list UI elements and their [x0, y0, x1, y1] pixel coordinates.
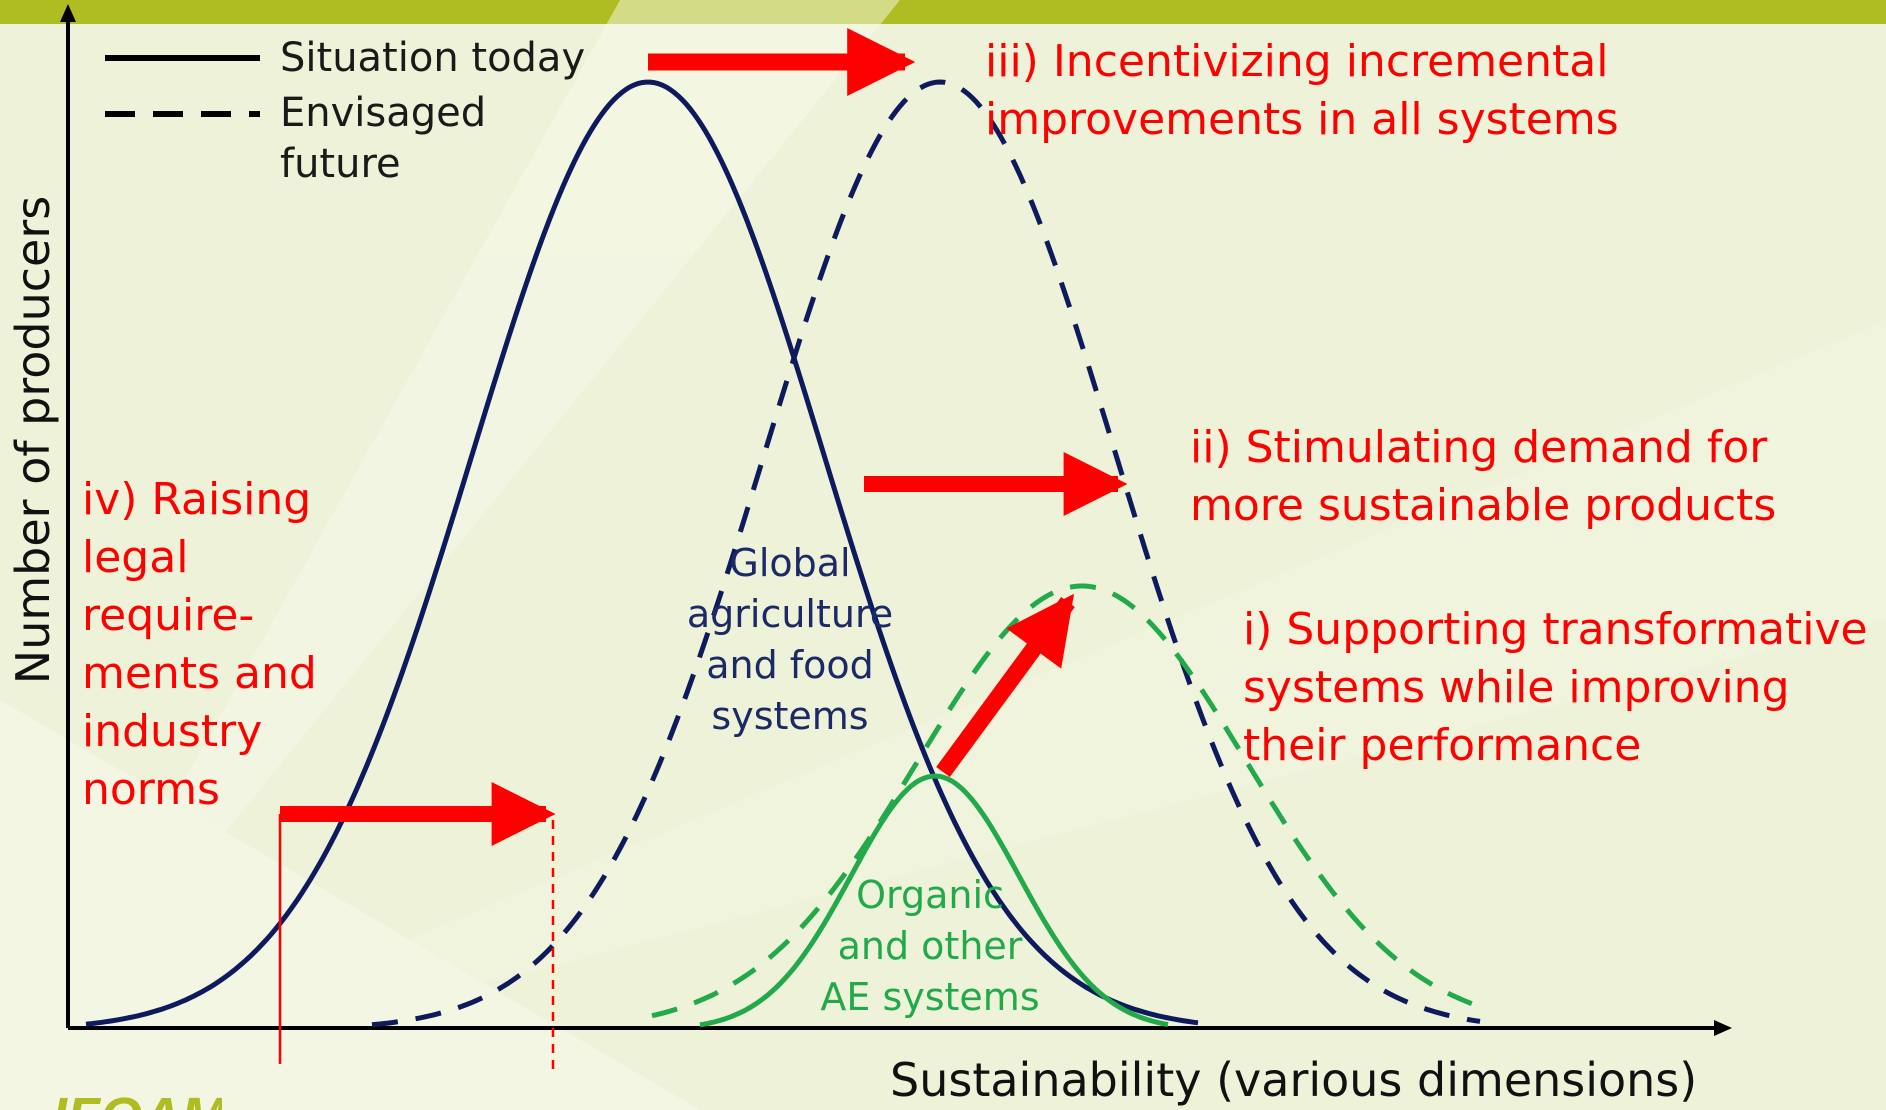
action-i-label: i) Supporting transformative systems whi…	[1243, 604, 1868, 771]
legend-today-label: Situation today	[280, 35, 586, 81]
ifoam-logo: IFOAM	[52, 1093, 222, 1110]
global-curve-today	[85, 79, 1199, 1027]
organic-systems-label: Organic and other AE systems	[820, 873, 1040, 1019]
y-axis-label: Number of producers	[6, 195, 60, 685]
arrow-i	[936, 593, 1075, 778]
global-systems-label: Global agriculture and food systems	[686, 541, 894, 738]
y-axis-arrowhead	[60, 4, 76, 22]
ifoam-logo-text: IFOAM	[52, 1093, 222, 1110]
x-axis-arrowhead	[1714, 1020, 1732, 1036]
action-ii-label: ii) Stimulating demand for more sustaina…	[1190, 422, 1777, 531]
x-axis-label: Sustainability (various dimensions)	[890, 1053, 1698, 1107]
action-iv-label: iv) Raising legal require- ments and ind…	[82, 474, 317, 815]
global-curve-future	[371, 79, 1481, 1028]
organic-curve-future	[651, 583, 1489, 1019]
top-accent-bar	[0, 0, 1886, 24]
legend-future-label: Envisaged future	[280, 90, 487, 187]
action-iii-label: iii) Incentivizing incremental improveme…	[985, 36, 1619, 145]
organic-curve-today	[699, 773, 1169, 1028]
